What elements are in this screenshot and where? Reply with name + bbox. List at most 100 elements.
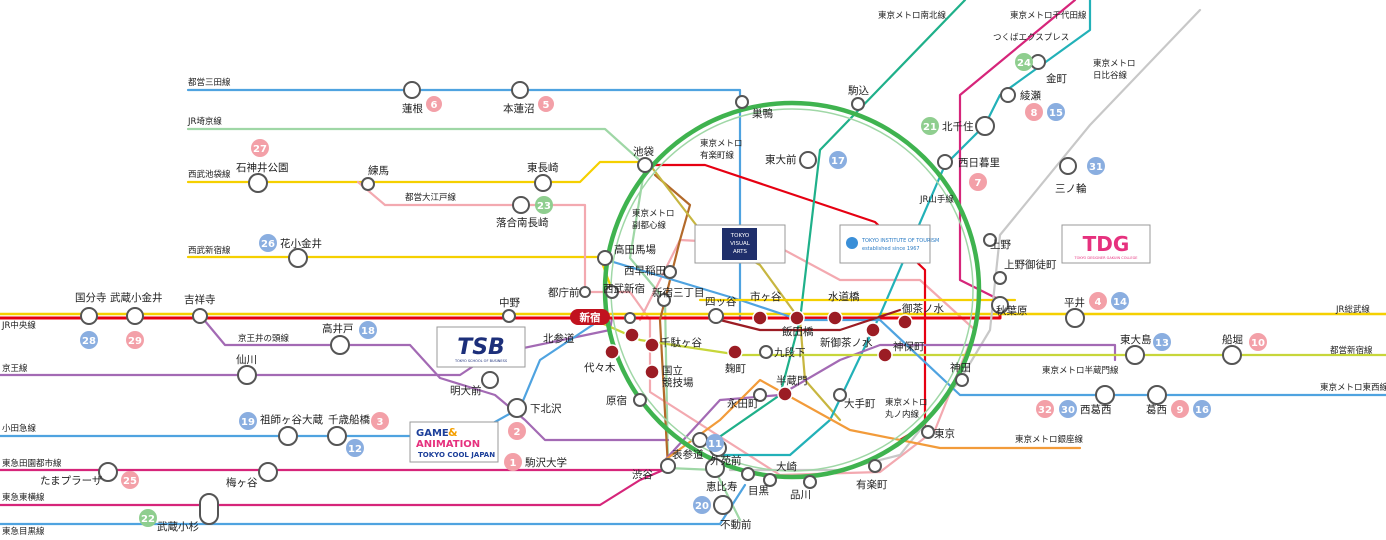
station-kichijoji [192,308,208,324]
station-label: 外苑前 [710,454,742,467]
station-kanamachi [1030,54,1046,70]
line-label: 都営大江戸線 [405,192,457,203]
station-shinagawa [803,475,817,489]
station-label: 表参道 [672,448,704,461]
station-label: 吉祥寺 [184,293,216,306]
badge: 11 [708,439,722,450]
line-label: 京王井の頭線 [238,333,290,344]
station-meguro [741,467,755,481]
line-label: 東急東横線 [2,492,45,503]
line-label: 東京メトロ [885,397,928,408]
station-kasai [1147,385,1167,405]
station-hasune [403,81,421,99]
station-label: 渋谷 [632,468,653,481]
line-seibu-shinjuku [186,255,614,292]
station-todaimae [799,151,817,169]
station-label: 下北沢 [530,402,562,415]
station-label: 葛西 [1146,403,1167,416]
station-label: 明大前 [450,384,482,397]
line-label: 都営三田線 [188,77,231,88]
line-label: JR山手線 [919,194,954,205]
line-label: JR総武線 [1335,304,1370,315]
line-toei-shinjuku [588,316,1386,357]
station-label: 仙川 [236,353,257,366]
station-shibuya [660,458,676,474]
line-label: 東急田園都市線 [2,458,62,469]
station-label: 本蓮沼 [503,102,535,115]
school-logo-tourism[interactable]: TOKYO INSTITUTE OF TOURISM established s… [839,224,939,264]
station-label: 西日暮里 [958,156,1000,169]
badge: 4 [1095,297,1102,308]
line-metro-yurakucho [648,163,842,422]
station-label: 船堀 [1222,333,1243,346]
badge: 26 [261,239,275,250]
station-takadanobaba [597,250,613,266]
station-label: 駒込 [848,85,869,97]
station-ochiai [512,196,530,214]
station-ebisu [705,458,725,478]
station-tamaplaza [98,462,118,482]
line-label: JR埼京線 [187,116,222,127]
station-label: 巣鴨 [752,107,773,120]
station-label: 東長崎 [527,161,559,174]
station-shakujii [248,173,268,193]
school-logo-game-animation[interactable]: GAME & ANIMATION TOKYO COOL JAPAN [409,421,499,463]
station-yurakucho [868,459,882,473]
marker-iidabashi-1 [789,310,805,326]
station-label: 大手町 [844,397,876,410]
marker-jimbocho [877,347,893,363]
station-label: 千駄ヶ谷 [660,336,702,349]
station-label: 水道橋 [828,290,860,303]
school-logo-tsb[interactable]: TSB TOKYO SCHOOL OF BUSINESS [436,326,526,368]
line-metro-fukutoshin [653,173,692,470]
station-osaki [763,473,777,487]
badge: 9 [1177,405,1184,416]
station-sengawa [237,365,257,385]
station-seibushinjuku [605,285,619,299]
station-uenookachimachi [993,271,1007,285]
line-label: 丸ノ内線 [885,409,920,420]
station-nishiwaseda [663,265,677,279]
tva-text: ARTS [733,249,748,255]
tva-text: VISUAL [730,241,751,247]
marker-kokuritsu [644,364,660,380]
marker-ichigaya [752,310,768,326]
badge: 3 [377,417,384,428]
station-label: 金町 [1046,72,1068,85]
station-label: 三ノ輪 [1055,182,1087,195]
badge: 19 [241,417,255,428]
station-ayase [1000,87,1016,103]
school-logo-tva[interactable]: TOKYO VISUAL ARTS [694,224,786,264]
station-label: 代々木 [584,362,616,374]
tsb-text: TSB [457,335,505,360]
marker-kojimachi [727,344,743,360]
station-label: 競技場 [662,376,694,389]
badge: 10 [1251,338,1265,349]
marker-hanzomon [777,386,793,402]
badge: 28 [82,336,96,347]
station-kokubunji [80,307,98,325]
marker-yoyogi [604,344,620,360]
station-label: 有楽町 [856,478,888,491]
station-kudanshita [759,345,773,359]
station-label: 御茶ノ水 [902,302,944,315]
station-chitosefunabashi [327,426,347,446]
tourism-text: established since 1967 [862,246,920,252]
station-tochomae [579,286,591,298]
tdg-text: TDG [1083,232,1130,256]
badge: 18 [361,326,375,337]
station-label: 国立 [662,364,683,377]
tourism-text: TOKYO INSTITUTE OF TOURISM [861,238,939,244]
line-label: 東京メトロ千代田線 [1010,10,1087,21]
badge: 25 [123,476,137,487]
badge: 17 [831,156,845,167]
station-meidaimae [481,371,499,389]
station-label: 四ッ谷 [705,296,737,308]
badge: 12 [348,444,362,455]
marker-suidobashi [865,322,881,338]
badge: 29 [128,336,142,347]
station-label: 北参道 [543,332,575,345]
line-label: 京王線 [2,363,28,374]
line-seibu-ikebukuro [186,160,647,184]
school-logo-tdg[interactable]: TDG TOKYO DESIGNER GAKUIN COLLEGE [1061,224,1151,264]
